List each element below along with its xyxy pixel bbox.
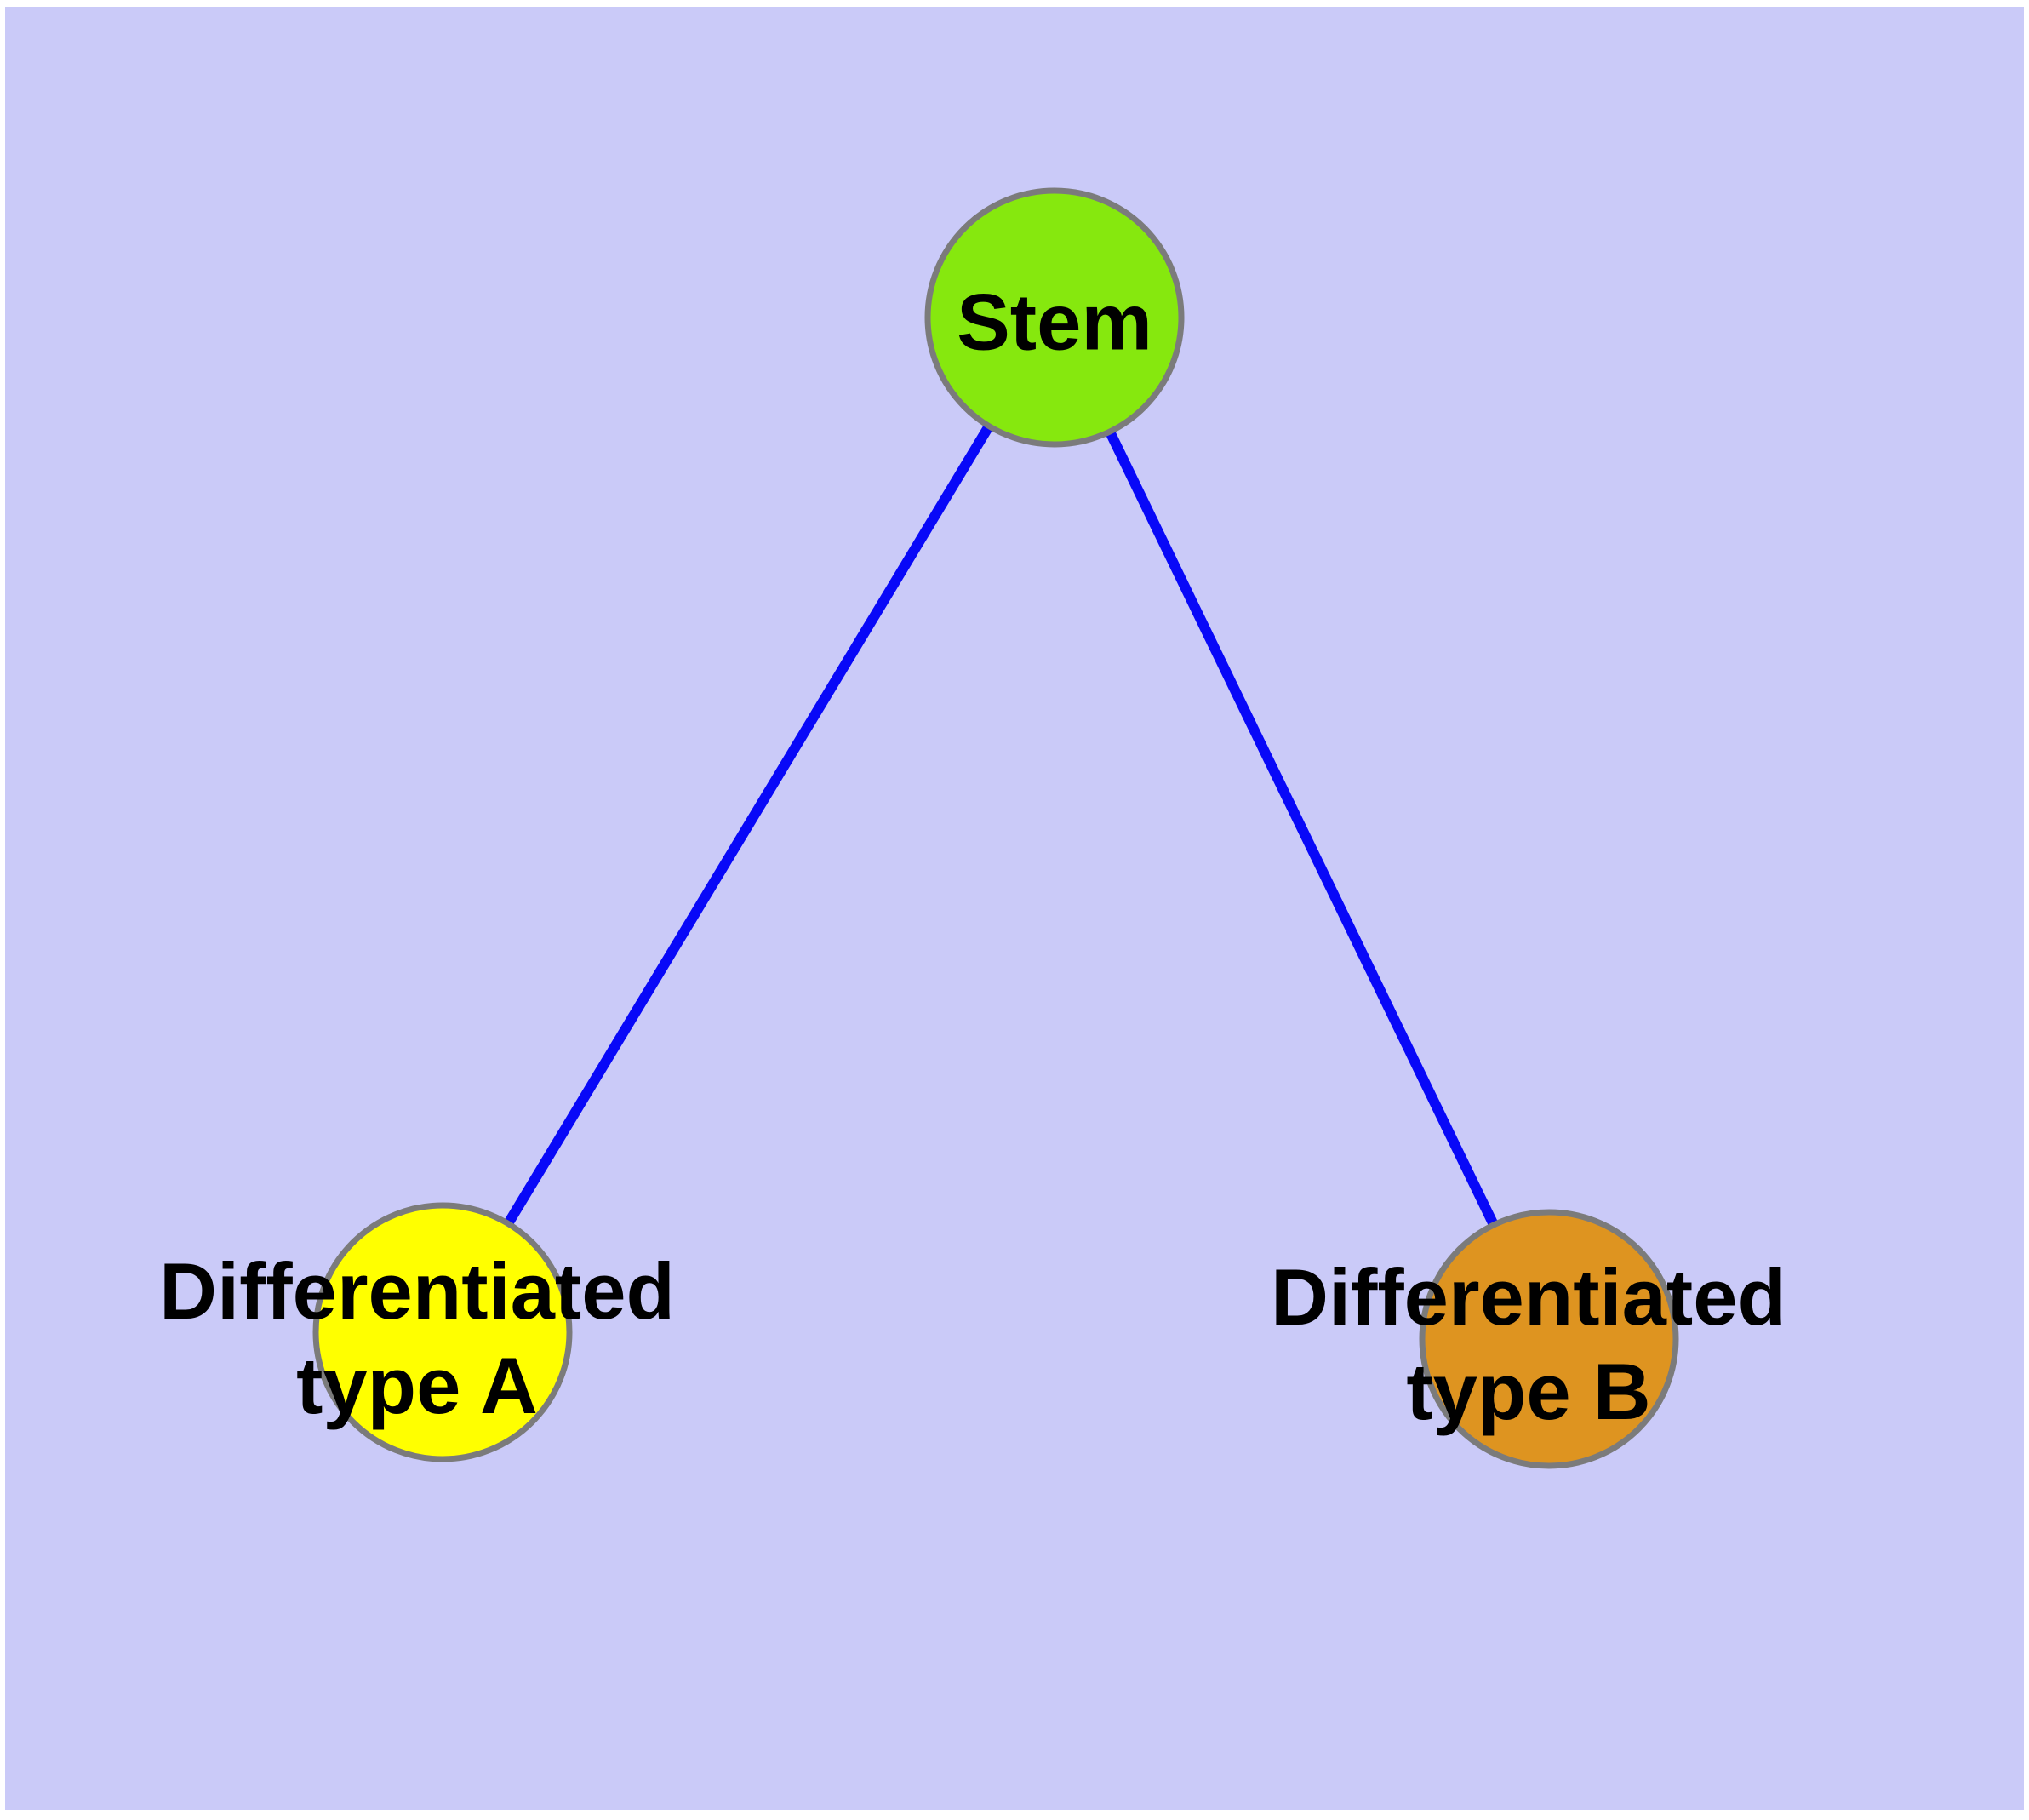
- edge-stem-to-type-b: [1049, 315, 1554, 1342]
- type-b-node: [1419, 1209, 1679, 1469]
- stem-node: [924, 187, 1185, 448]
- edge-stem-to-type-a: [437, 314, 1060, 1336]
- type-a-node: [312, 1202, 573, 1462]
